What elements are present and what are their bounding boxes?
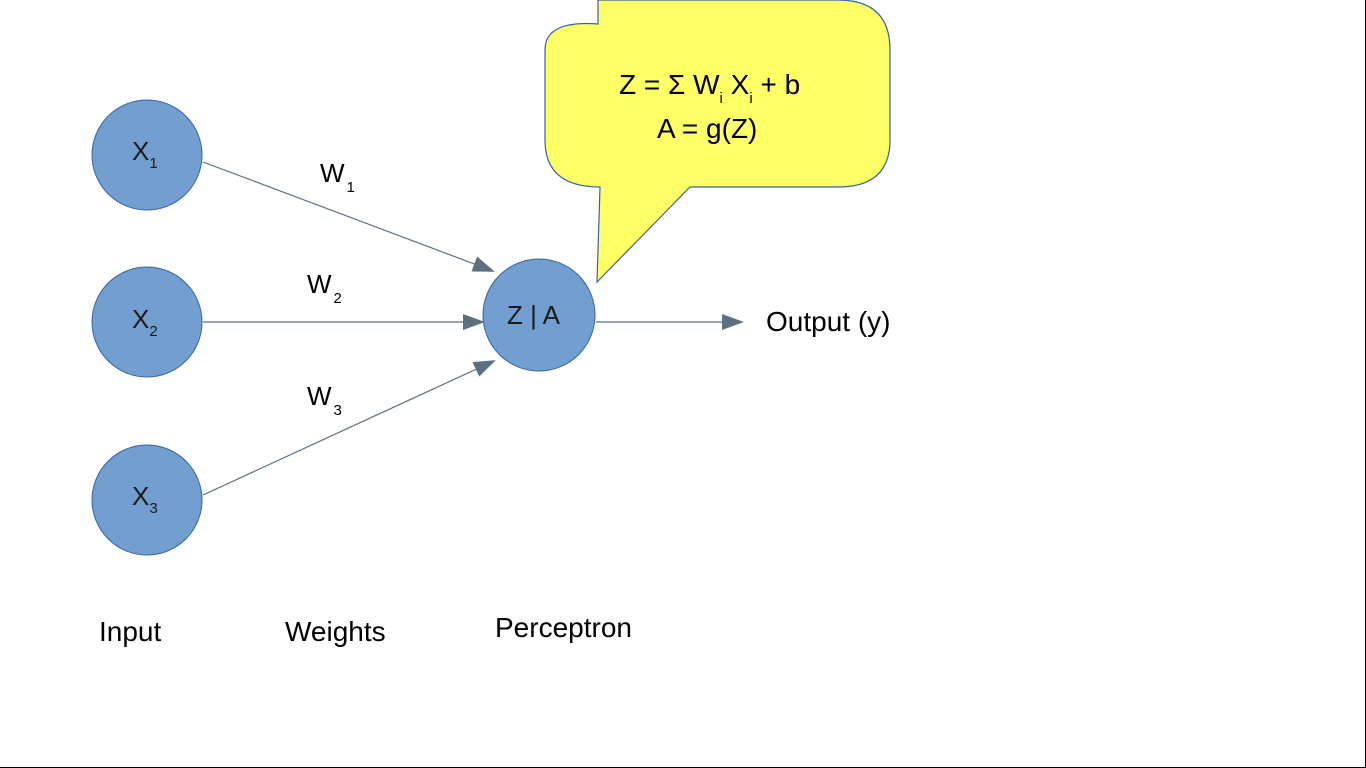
input-label-2: X2 <box>132 304 158 340</box>
column-label-input: Input <box>99 616 161 647</box>
column-label-weights: Weights <box>285 616 386 647</box>
input-node-1 <box>91 99 203 211</box>
input-label-3: X3 <box>132 481 158 517</box>
input-label-1: X1 <box>132 136 158 172</box>
input-node-3 <box>91 444 203 556</box>
output-label: Output (y) <box>766 306 890 337</box>
perceptron-node <box>482 258 596 372</box>
column-label-perceptron: Perceptron <box>495 612 632 643</box>
weight-edge-1 <box>202 161 495 272</box>
formula-callout-bubble <box>544 0 891 284</box>
weight-edge-3 <box>202 360 496 496</box>
formula-line-1: Z = Σ Wi Xi + b <box>619 69 800 107</box>
perceptron-label: Z | A <box>507 300 561 330</box>
formula-line-2: A = g(Z) <box>657 113 757 144</box>
input-node-2 <box>91 266 203 378</box>
